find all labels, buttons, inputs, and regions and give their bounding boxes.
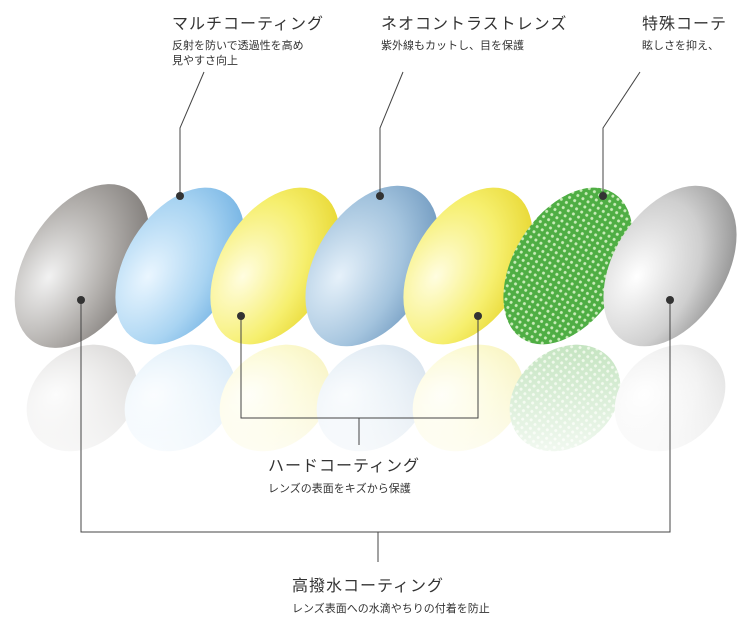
dot-neo-contrast [376,192,384,200]
lens-yellow-2 [403,187,533,345]
dot-water-repellent-left [77,296,85,304]
connector-lines [80,71,671,562]
dot-special-coating [599,192,607,200]
hard-coating-desc: レンズの表面をキズから保護 [268,482,411,495]
dot-hard-coating-right [474,312,482,320]
water-repellent-title: 高撥水コーティング [292,576,445,595]
lens-gray [14,184,150,348]
dot-multi-coating [176,192,184,200]
marker-dots [77,192,674,320]
special-coating-title: 特殊コーテ [642,14,728,33]
lens-green-dotted [503,187,633,345]
lens-silver [603,185,737,347]
multi-coating-desc-1: 反射を防いで透過性を高め [172,39,304,52]
label-multi-coating: マルチコーティング 反射を防いで透過性を高め 見やすさ向上 [172,10,324,68]
label-special-coating: 特殊コーテ 眩しさを抑え、 [642,10,727,53]
lens-stack [14,184,737,348]
multi-coating-desc-2: 見やすさ向上 [172,54,238,67]
water-repellent-desc: レンズ表面への水滴やちりの付着を防止 [292,602,490,615]
label-hard-coating: ハードコーティング レンズの表面をキズから保護 [268,452,420,496]
label-neo-contrast: ネオコントラストレンズ 紫外線もカットし、目を保護 [381,10,567,53]
label-water-repellent: 高撥水コーティング レンズ表面への水滴やちりの付着を防止 [292,572,490,616]
dot-water-repellent-right [666,296,674,304]
dot-hard-coating-left [237,312,245,320]
neo-contrast-desc: 紫外線もカットし、目を保護 [381,39,524,52]
special-coating-desc: 眩しさを抑え、 [642,39,719,52]
hard-coating-title: ハードコーティング [268,456,421,475]
multi-coating-title: マルチコーティング [172,14,325,33]
neo-contrast-title: ネオコントラストレンズ [381,14,568,33]
